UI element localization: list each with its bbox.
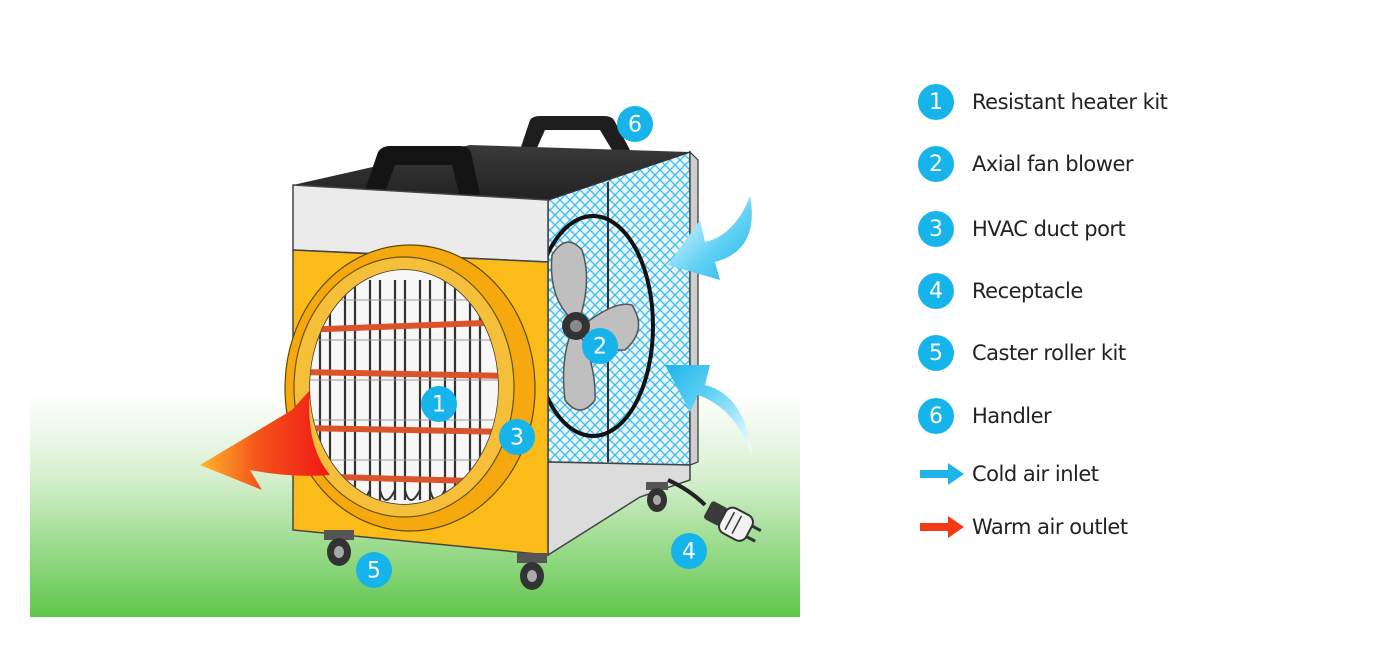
callout-number: 4 — [682, 540, 696, 565]
callout-badge — [356, 552, 392, 588]
callout-number: 3 — [510, 426, 524, 451]
legend-item-receptacle: 4 Receptacle — [918, 269, 1378, 313]
callout-number: 2 — [593, 335, 607, 360]
legend-item-warm-air: Warm air outlet — [918, 505, 1378, 549]
legend-item-caster: 5 Caster roller kit — [918, 331, 1378, 375]
callout-number: 6 — [628, 113, 642, 138]
top-panel — [293, 145, 690, 200]
legend-item-cold-air: Cold air inlet — [918, 452, 1378, 496]
warm-arrow-icon — [918, 509, 966, 545]
legend-label: Warm air outlet — [972, 515, 1128, 539]
legend-item-duct: 3 HVAC duct port — [918, 207, 1378, 251]
front-handle — [365, 146, 480, 197]
callout-badge — [582, 328, 618, 364]
legend-item-fan: 2 Axial fan blower — [918, 142, 1378, 186]
callout-number: 1 — [432, 393, 446, 418]
legend-badge: 3 — [918, 211, 954, 247]
legend-badge: 4 — [918, 273, 954, 309]
callout-badge — [671, 533, 707, 569]
legend-badge: 1 — [918, 84, 954, 120]
legend-label: Axial fan blower — [972, 152, 1134, 176]
callout-duct: 3 — [499, 419, 535, 455]
cold-air-arrow-top — [668, 196, 752, 280]
legend-label: HVAC duct port — [972, 217, 1126, 241]
callout-badge — [499, 419, 535, 455]
callout-number: 5 — [367, 559, 381, 584]
power-plug — [667, 478, 762, 543]
warm-air-arrow — [200, 390, 330, 490]
legend-badge: 2 — [918, 146, 954, 182]
caster-wheels — [324, 482, 668, 590]
callout-handle: 6 — [617, 106, 653, 142]
callout-badge — [421, 386, 457, 422]
fan-blades — [550, 241, 640, 411]
callout-fan: 2 — [582, 328, 618, 364]
legend-item-heater: 1 Resistant heater kit — [918, 80, 1378, 124]
callout-badge — [617, 106, 653, 142]
callout-receptacle: 4 — [671, 533, 707, 569]
legend-badge: 6 — [918, 398, 954, 434]
heater-kit — [310, 270, 498, 504]
callout-heater: 1 — [421, 386, 457, 422]
legend-label: Caster roller kit — [972, 341, 1126, 365]
callout-caster: 5 — [356, 552, 392, 588]
legend-label: Handler — [972, 404, 1052, 428]
cold-arrow-icon — [918, 456, 966, 492]
legend-badge: 5 — [918, 335, 954, 371]
legend-label: Receptacle — [972, 279, 1083, 303]
legend-item-handle: 6 Handler — [918, 394, 1378, 438]
legend-label: Resistant heater kit — [972, 90, 1168, 114]
rear-handle — [520, 116, 630, 150]
legend-label: Cold air inlet — [972, 462, 1099, 486]
cold-air-arrow-bottom — [665, 365, 752, 455]
